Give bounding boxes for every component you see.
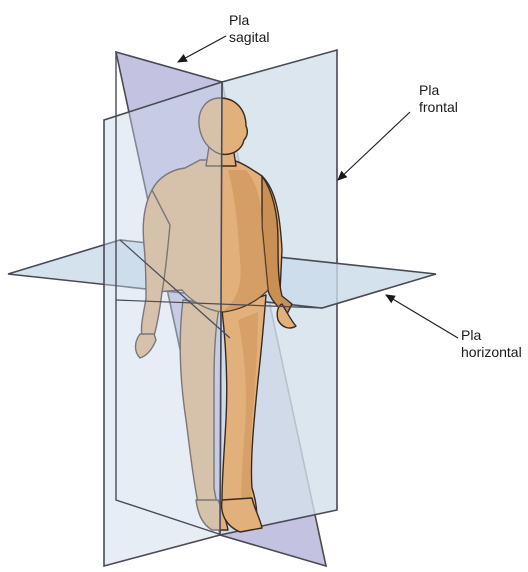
frontal-plane-label: Pla frontal — [419, 82, 458, 116]
sagittal-plane-label: Pla sagital — [229, 12, 269, 46]
frontal-label-line2: frontal — [419, 99, 458, 116]
horizontal-label-line2: horizontal — [461, 344, 522, 361]
sagittal-label-line2: sagital — [229, 29, 269, 46]
horizontal-label-line1: Pla — [461, 327, 522, 344]
horizontal-plane-label: Pla horizontal — [461, 327, 522, 361]
sagittal-arrow — [178, 36, 226, 62]
sagittal-label-line1: Pla — [229, 12, 269, 29]
horizontal-arrow — [386, 295, 458, 338]
frontal-plane-front — [104, 82, 222, 566]
frontal-label-line1: Pla — [419, 82, 458, 99]
frontal-arrow — [338, 112, 410, 180]
